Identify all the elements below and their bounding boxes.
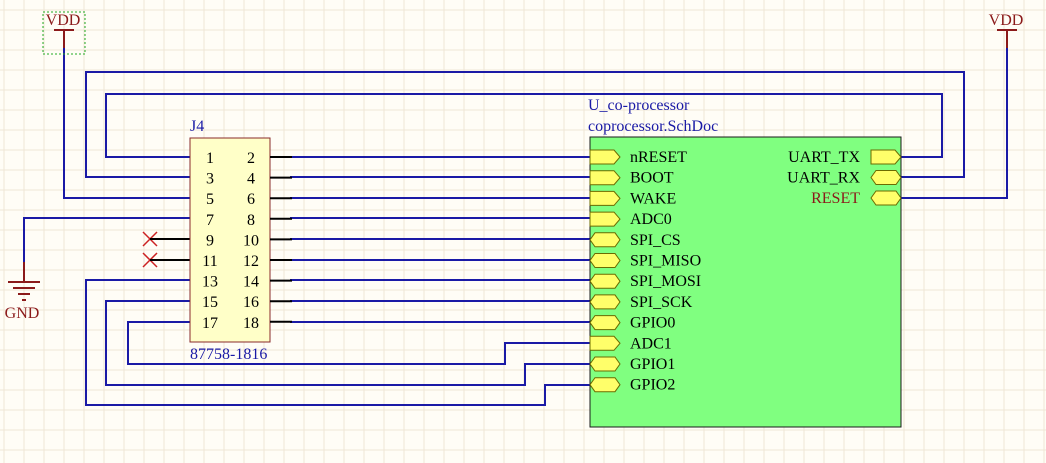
- j4-pin-number: 15: [202, 294, 218, 311]
- j4-pin-number: 4: [247, 171, 255, 188]
- j4-pin-number: 17: [202, 315, 218, 332]
- sheet-entry-label: GPIO0: [630, 315, 675, 332]
- j4-pin-number: 6: [247, 191, 255, 208]
- wire-pin15-gpio1: [105, 300, 590, 386]
- sheet-entry-label: WAKE: [630, 190, 676, 207]
- j4-pin-number: 18: [243, 315, 259, 332]
- sheet-symbol-coprocessor[interactable]: U_co-processor coprocessor.SchDoc nRESET…: [588, 97, 902, 428]
- sheet-entry-port[interactable]: [589, 170, 621, 186]
- sheet-entry-port[interactable]: [589, 294, 621, 310]
- sheet-entry-label: nRESET: [630, 149, 687, 166]
- sheet-entry-port[interactable]: [589, 273, 621, 289]
- wires: [23, 46, 1008, 406]
- sheet-entry-port[interactable]: [589, 149, 621, 165]
- vdd-label: VDD: [46, 12, 81, 29]
- j4-pin-number: 9: [206, 232, 214, 249]
- vdd-power-port-right[interactable]: VDD: [989, 12, 1024, 48]
- sheet-entry-label: GPIO1: [630, 356, 675, 373]
- wire-uart-rx: [85, 71, 965, 178]
- sheet-entry-label: GPIO2: [630, 377, 675, 394]
- j4-pin-number: 8: [247, 212, 255, 229]
- sheet-entry-port[interactable]: [589, 335, 621, 351]
- gnd-power-port[interactable]: GND: [5, 262, 40, 322]
- j4-pin-number: 13: [202, 274, 218, 291]
- j4-pin-number: 10: [243, 232, 259, 249]
- sheet-entry-label: BOOT: [630, 170, 674, 187]
- j4-part-number: 87758-1816: [190, 346, 267, 363]
- sheet-filename: coprocessor.SchDoc: [588, 118, 718, 135]
- j4-pin-number: 1: [206, 150, 214, 167]
- sheet-body: [589, 136, 902, 428]
- j4-pin-number: 16: [243, 294, 259, 311]
- sheet-entry-port[interactable]: [589, 211, 621, 227]
- sheet-entry-port[interactable]: [589, 377, 621, 393]
- wire-pin17-adc1: [127, 321, 590, 365]
- j4-pin-number: 5: [206, 191, 214, 208]
- sheet-entry-label: SPI_SCK: [630, 294, 693, 311]
- sheet-entry-port[interactable]: [589, 253, 621, 268]
- vdd-label: VDD: [989, 12, 1024, 29]
- sheet-entry-port[interactable]: [870, 190, 902, 206]
- sheet-entry-label: SPI_MISO: [630, 253, 701, 270]
- wire-pin13-gpio2: [85, 279, 590, 406]
- j4-body: [189, 137, 271, 343]
- sheet-entry-label: ADC1: [630, 335, 672, 352]
- selection-box: [42, 11, 86, 55]
- sheet-entry-label: SPI_CS: [630, 232, 681, 249]
- sheet-entry-port[interactable]: [589, 356, 621, 372]
- j4-pin-number: 3: [206, 171, 214, 188]
- sheet-entry-label: RESET: [811, 190, 860, 207]
- no-connect-markers: [142, 231, 190, 268]
- wire-reset: [901, 46, 1008, 199]
- vdd-power-port-left[interactable]: VDD: [42, 11, 86, 55]
- sheet-entry-port[interactable]: [870, 170, 902, 185]
- wire-uart-tx: [105, 93, 943, 158]
- sheet-entry-label: UART_TX: [788, 149, 860, 166]
- sheet-entry-label: SPI_MOSI: [630, 273, 701, 290]
- wire-gnd: [23, 217, 190, 262]
- sheet-entry-port[interactable]: [870, 149, 902, 165]
- j4-pin-number: 12: [243, 253, 259, 270]
- j4-pin-number: 11: [202, 253, 217, 270]
- j4-pin-number: 2: [247, 150, 255, 167]
- sheet-entry-port[interactable]: [589, 232, 621, 248]
- j4-pin-number: 7: [206, 212, 214, 229]
- sheet-entry-label: UART_RX: [787, 170, 860, 187]
- sheet-entry-label: ADC0: [630, 211, 672, 228]
- sheet-designator: U_co-processor: [588, 97, 690, 114]
- j4-designator: J4: [190, 118, 204, 135]
- gnd-label: GND: [5, 305, 40, 322]
- j4-pin-number: 14: [243, 274, 259, 291]
- wire-j4-sheet-bus: [290, 156, 590, 323]
- sheet-entry-port[interactable]: [589, 190, 621, 206]
- sheet-entry-port[interactable]: [589, 315, 621, 331]
- wire-vdd-left: [63, 46, 190, 199]
- sheet-entries-right: UART_TX UART_RX RESET: [787, 149, 902, 207]
